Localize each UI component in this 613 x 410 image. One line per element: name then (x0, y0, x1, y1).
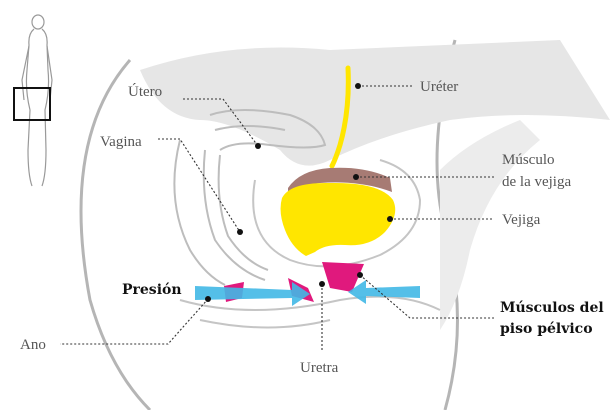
label-utero: Útero (128, 83, 162, 100)
label-vejiga: Vejiga (502, 212, 541, 228)
bladder (281, 183, 396, 256)
abdominal-tissue (140, 40, 610, 166)
label-presion: Presión (122, 282, 182, 298)
pressure-arrows (195, 280, 420, 306)
label-ano: Ano (20, 337, 46, 353)
pressure-arrow-left (195, 282, 310, 306)
label-uretra: Uretra (300, 360, 339, 376)
label-musculos-piso-2: piso pélvico (500, 321, 593, 337)
label-musculo-vejiga-2: de la vejiga (502, 174, 571, 190)
label-musculo-vejiga-1: Músculo (502, 152, 555, 168)
body-silhouette-icon (22, 15, 52, 186)
label-vagina: Vagina (100, 134, 142, 150)
label-ureter: Uréter (420, 79, 458, 95)
label-musculos-piso-1: Músculos del (500, 300, 604, 316)
